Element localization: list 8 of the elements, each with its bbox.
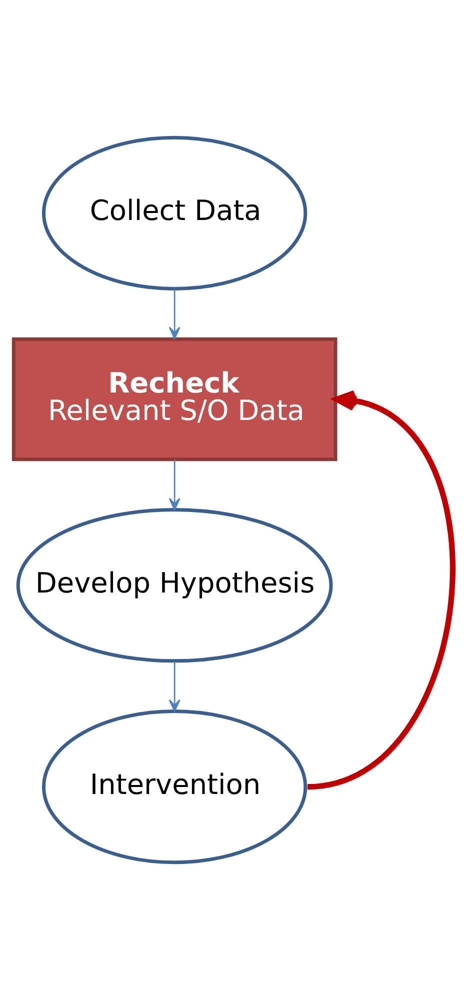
arrow [307, 390, 456, 790]
node-ellipse: Develop Hypothesis [16, 508, 333, 663]
node-box: Recheck Relevant S/O Data [12, 337, 338, 462]
arrow [168, 661, 180, 712]
arrow [168, 289, 180, 340]
arrow [168, 460, 180, 510]
node-ellipse: Collect Data [42, 136, 308, 290]
node-ellipse: Intervention [42, 710, 308, 864]
